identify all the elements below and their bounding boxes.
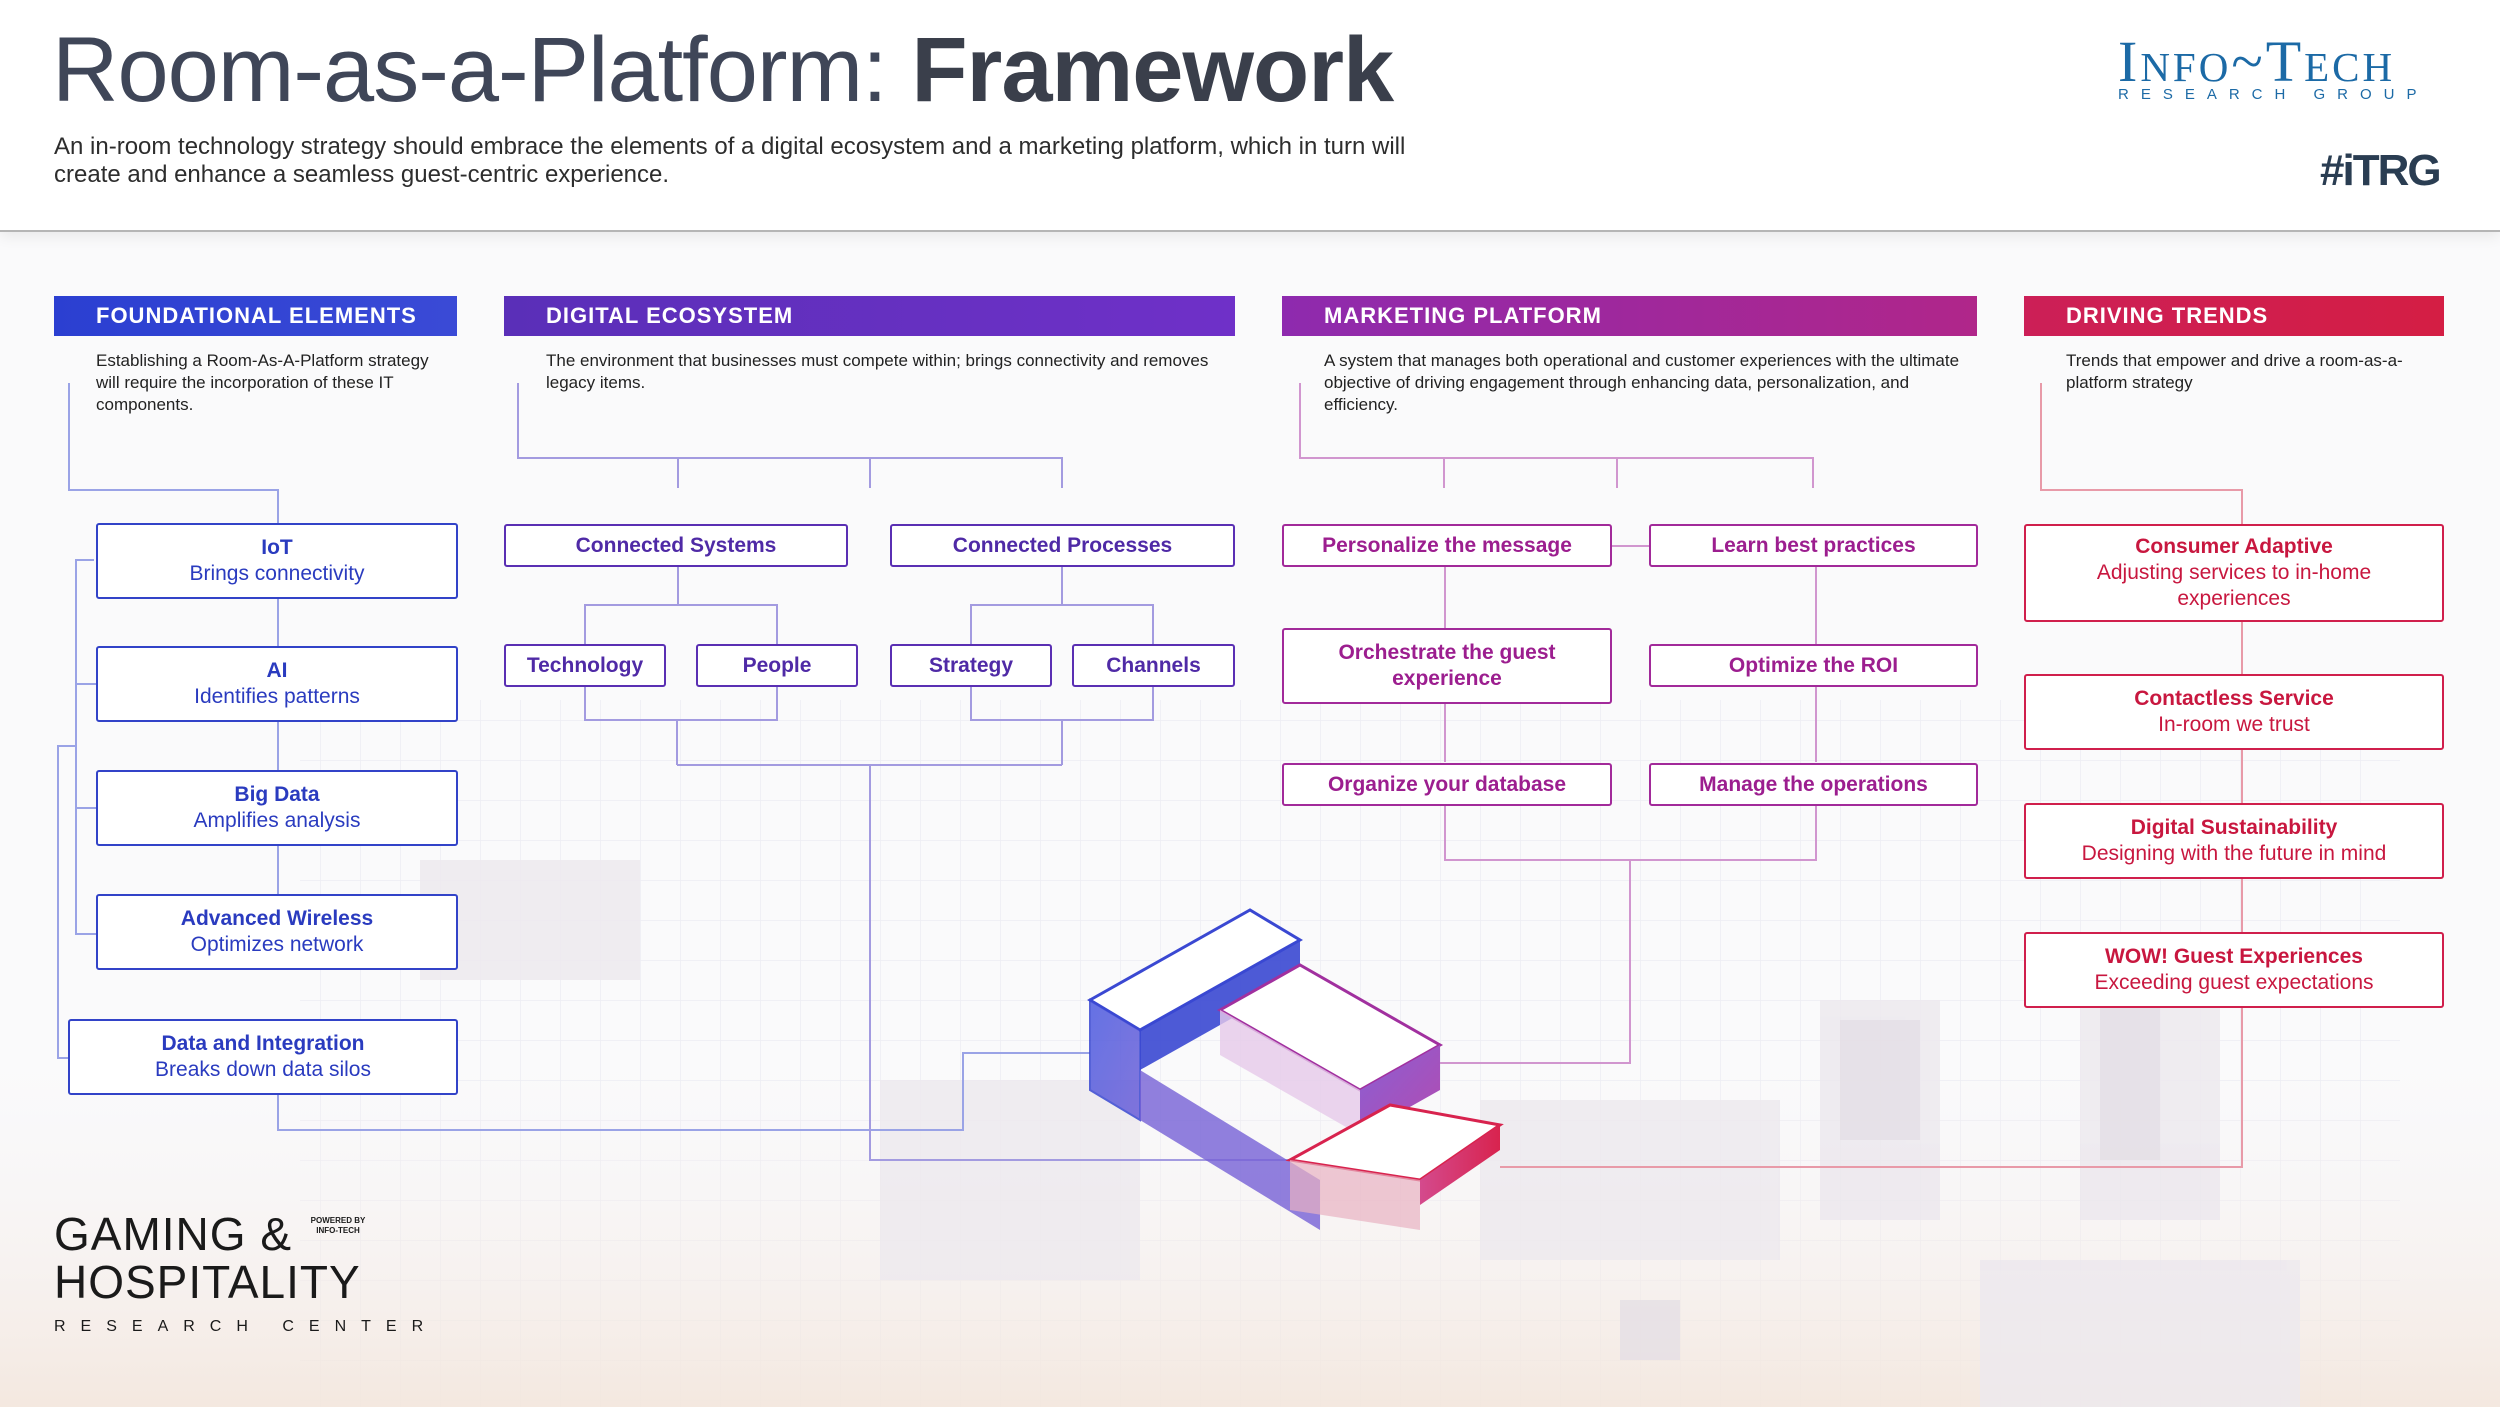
box-title: Contactless Service — [2134, 687, 2334, 710]
box-title: Connected Processes — [952, 533, 1173, 557]
digital-box-connected-systems: Connected Systems — [504, 524, 848, 567]
section-header-marketing: MARKETING PLATFORM — [1282, 296, 1977, 336]
section-header-foundational: FOUNDATIONAL ELEMENTS — [54, 296, 457, 336]
section-header-digital: DIGITAL ECOSYSTEM — [504, 296, 1235, 336]
trend-box-wow-guest-experiences: WOW! Guest Experiences Exceeding guest e… — [2024, 932, 2444, 1008]
digital-box-people: People — [696, 644, 858, 687]
box-title: Optimize the ROI — [1728, 653, 1899, 677]
box-subtitle: Optimizes network — [190, 933, 364, 956]
box-title: Digital Sustainability — [2130, 816, 2338, 839]
box-title: Consumer Adaptive — [2135, 535, 2333, 558]
box-subtitle: Amplifies analysis — [193, 809, 361, 832]
digital-box-technology: Technology — [504, 644, 666, 687]
title-light: Room-as-a-Platform: — [52, 19, 888, 121]
box-title: AI — [266, 659, 288, 682]
title-bold: Framework — [911, 19, 1394, 121]
box-title: Advanced Wireless — [180, 907, 374, 930]
trend-box-consumer-adaptive: Consumer Adaptive Adjusting services to … — [2024, 524, 2444, 622]
foundational-box-big-data: Big Data Amplifies analysis — [96, 770, 458, 846]
research-center-label: RESEARCH CENTER — [54, 1318, 439, 1335]
marketing-box-orchestrate-guest-experience: Orchestrate the guest experience — [1282, 628, 1612, 704]
digital-box-channels: Channels — [1072, 644, 1235, 687]
box-title: Strategy — [928, 653, 1014, 677]
box-title: Orchestrate the guest experience — [1338, 641, 1556, 690]
footer-line-2: HOSPITALITY — [54, 1256, 361, 1308]
marketing-box-learn-best-practices: Learn best practices — [1649, 524, 1978, 567]
page-title: Room-as-a-Platform: Framework — [52, 18, 1394, 123]
box-title: WOW! Guest Experiences — [2105, 945, 2363, 968]
box-title: Connected Systems — [575, 533, 777, 557]
info-tech-logo: Info~Tech — [2118, 29, 2396, 94]
marketing-box-personalize-message: Personalize the message — [1282, 524, 1612, 567]
trend-box-contactless-service: Contactless Service In-room we trust — [2024, 674, 2444, 750]
powered-by-label: POWERED BY INFO-TECH — [310, 1216, 366, 1235]
research-group-label: RESEARCH GROUP — [2118, 86, 2429, 103]
page-header: Room-as-a-Platform: Framework An in-room… — [0, 0, 2500, 232]
digital-box-strategy: Strategy — [890, 644, 1052, 687]
footer-line-1: GAMING & — [54, 1208, 293, 1260]
platform-3d-block — [1087, 908, 1504, 1230]
marketing-box-organize-database: Organize your database — [1282, 763, 1612, 806]
section-header-trends: DRIVING TRENDS — [2024, 296, 2444, 336]
section-desc-trends: Trends that empower and drive a room-as-… — [2066, 351, 2403, 392]
box-title: Data and Integration — [161, 1032, 365, 1055]
box-subtitle: Brings connectivity — [189, 562, 365, 585]
foundational-box-data-integration: Data and Integration Breaks down data si… — [68, 1019, 458, 1095]
section-desc-digital: The environment that businesses must com… — [546, 351, 1209, 392]
box-subtitle: In-room we trust — [2158, 713, 2310, 736]
box-title: Channels — [1106, 653, 1201, 677]
marketing-box-manage-operations: Manage the operations — [1649, 763, 1978, 806]
box-subtitle: Adjusting services to in-home experience… — [2096, 561, 2372, 610]
box-title: Organize your database — [1327, 772, 1567, 796]
page-subtitle: An in-room technology strategy should em… — [54, 133, 1406, 188]
itrg-hashtag-logo: #iTRG — [2320, 146, 2442, 195]
gaming-hospitality-logo: GAMING & HOSPITALITY — [54, 1210, 361, 1306]
box-subtitle: Designing with the future in mind — [2081, 842, 2387, 865]
box-subtitle: Breaks down data silos — [155, 1058, 371, 1081]
section-desc-marketing: A system that manages both operational a… — [1324, 351, 1960, 414]
box-title: People — [742, 653, 812, 677]
foundational-box-ai: AI Identifies patterns — [96, 646, 458, 722]
box-subtitle: Identifies patterns — [194, 685, 360, 708]
box-title: Learn best practices — [1711, 533, 1916, 557]
box-title: Personalize the message — [1322, 533, 1572, 557]
trend-box-digital-sustainability: Digital Sustainability Designing with th… — [2024, 803, 2444, 879]
box-title: Big Data — [234, 783, 320, 806]
box-title: Technology — [526, 653, 644, 677]
digital-box-connected-processes: Connected Processes — [890, 524, 1235, 567]
foundational-box-iot: IoT Brings connectivity — [96, 523, 458, 599]
foundational-box-advanced-wireless: Advanced Wireless Optimizes network — [96, 894, 458, 970]
box-title: IoT — [261, 536, 293, 559]
box-subtitle: Exceeding guest expectations — [2094, 971, 2374, 994]
box-title: Manage the operations — [1699, 772, 1928, 796]
marketing-box-optimize-roi: Optimize the ROI — [1649, 644, 1978, 687]
section-desc-foundational: Establishing a Room-As-A-Platform strate… — [96, 351, 429, 414]
